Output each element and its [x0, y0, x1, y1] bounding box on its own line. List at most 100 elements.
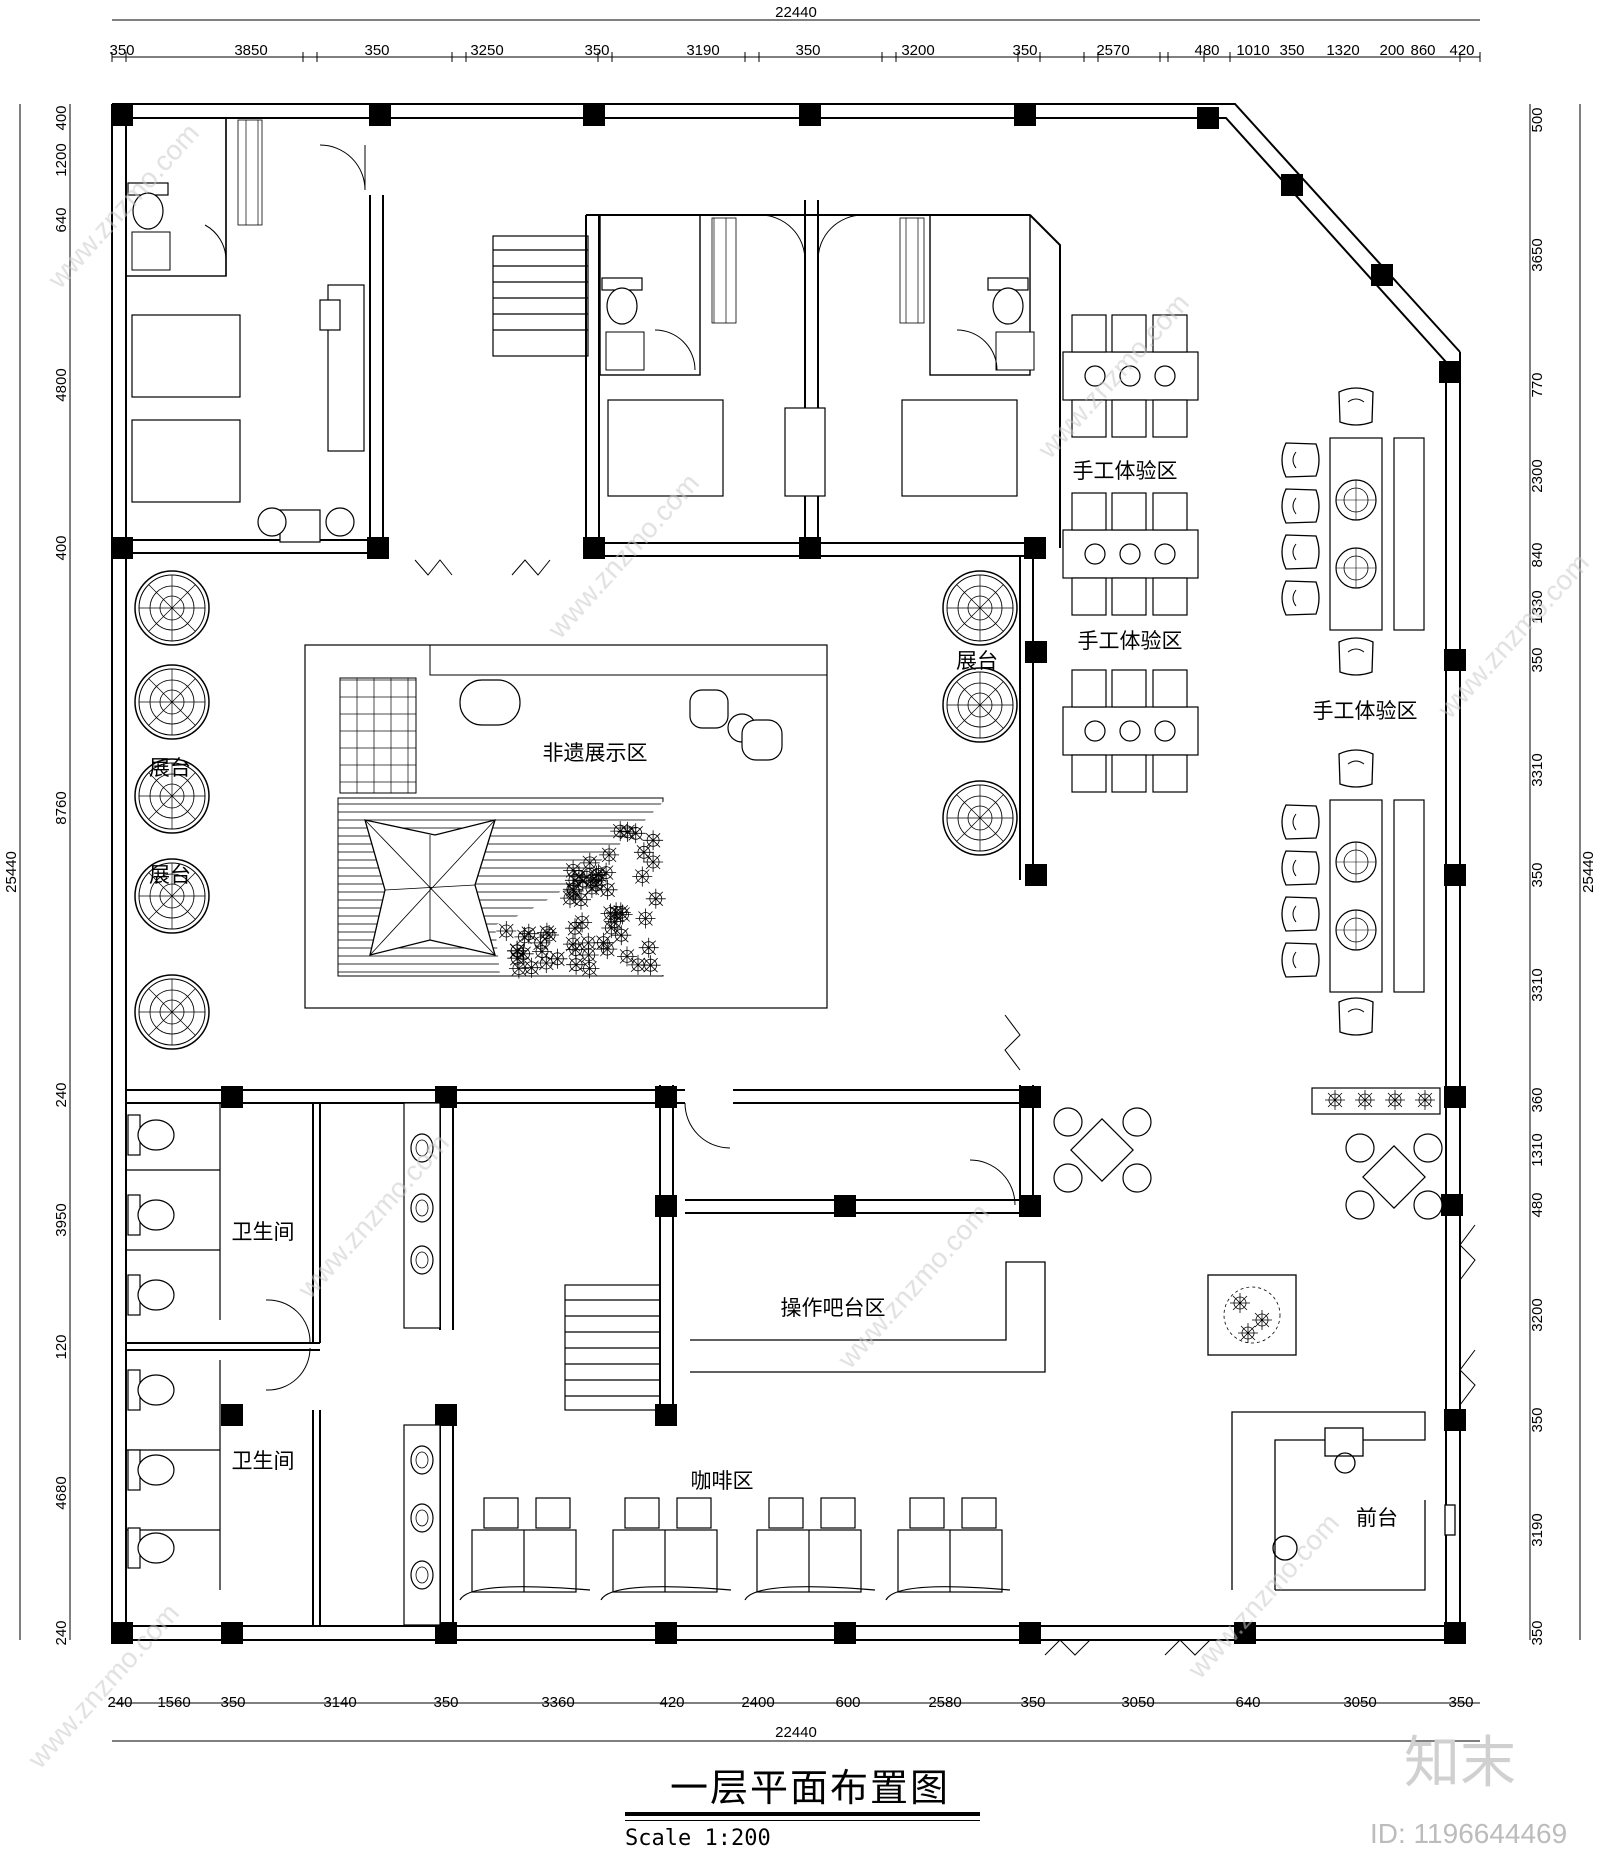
- svg-text:www.znzmo.com: www.znzmo.com: [21, 1597, 185, 1775]
- dim-bottom-value: 350: [1448, 1694, 1473, 1711]
- stairs: [492, 235, 661, 1411]
- dim-right-value: 1310: [1529, 1133, 1546, 1166]
- dim-left-value: 400: [53, 535, 70, 560]
- bathroom-partitions: [125, 117, 1031, 376]
- dim-top-value: 3250: [470, 42, 503, 59]
- dims-left: 400 1200 640 4800 400 8760 240 3950 120 4680 240: [53, 105, 70, 1645]
- craft-tables-a: [1062, 314, 1199, 793]
- label-craft-1: 手工体验区: [1073, 459, 1178, 483]
- toilet-stalls: [126, 1103, 221, 1590]
- dim-left-value: 640: [53, 207, 70, 232]
- dim-left-value: 120: [53, 1334, 70, 1359]
- planter-strip: [1311, 1087, 1441, 1115]
- dim-right-value: 3310: [1529, 968, 1546, 1001]
- overall-width-top: 22440: [775, 4, 817, 21]
- overall-height-right: 25440: [1580, 851, 1597, 893]
- dim-bottom-value: 600: [835, 1694, 860, 1711]
- dim-left-value: 8760: [53, 791, 70, 824]
- label-front-desk: 前台: [1356, 1506, 1398, 1530]
- dim-top-value: 1010: [1236, 42, 1269, 59]
- dim-bottom-value: 350: [220, 1694, 245, 1711]
- bathroom-fixtures-top: [127, 182, 1035, 371]
- label-toilet-1: 卫生间: [232, 1220, 295, 1244]
- dim-left-value: 240: [53, 1620, 70, 1645]
- dim-right-value: 500: [1529, 107, 1546, 132]
- dim-left-value: 400: [53, 105, 70, 130]
- dim-left-value: 1200: [53, 143, 70, 176]
- dim-top-value: 350: [584, 42, 609, 59]
- dimension-lines: [19, 19, 1581, 1742]
- label-craft-2: 手工体验区: [1078, 629, 1183, 653]
- label-craft-3: 手工体验区: [1313, 699, 1418, 723]
- overall-height-left: 25440: [3, 851, 20, 893]
- dim-right-value: 2300: [1529, 459, 1546, 492]
- dim-right-value: 350: [1529, 1407, 1546, 1432]
- dim-top-value: 1320: [1326, 42, 1359, 59]
- svg-text:www.znzmo.com: www.znzmo.com: [1181, 1507, 1345, 1685]
- dim-top-value: 480: [1194, 42, 1219, 59]
- toilets: [127, 1114, 175, 1569]
- label-toilet-2: 卫生间: [232, 1449, 295, 1473]
- dim-right-value: 350: [1529, 862, 1546, 887]
- dim-right-value: 350: [1529, 1620, 1546, 1645]
- image-id: ID: 1196644469: [1370, 1818, 1568, 1849]
- craft-tables-b: [1281, 387, 1425, 1036]
- dim-bottom-value: 640: [1235, 1694, 1260, 1711]
- dim-right-value: 360: [1529, 1087, 1546, 1112]
- dim-right-value: 350: [1529, 647, 1546, 672]
- label-booth-1: 展台: [149, 756, 191, 780]
- dim-left-value: 4680: [53, 1476, 70, 1509]
- dim-right-value: 1330: [1529, 590, 1546, 623]
- dim-bottom-value: 240: [107, 1694, 132, 1711]
- dim-top-value: 3200: [901, 42, 934, 59]
- dim-bottom-value: 350: [433, 1694, 458, 1711]
- exhibit-area-graphic: [304, 644, 828, 1009]
- front-desk-counter: [1231, 1411, 1456, 1591]
- dim-left-value: 3950: [53, 1203, 70, 1236]
- beds: [131, 314, 1018, 543]
- svg-text:www.znzmo.com: www.znzmo.com: [831, 1197, 995, 1375]
- dim-top-value: 350: [795, 42, 820, 59]
- label-bar-area: 操作吧台区: [781, 1296, 886, 1320]
- room-labels: 非遗展示区 手工体验区 手工体验区 手工体验区 展台 展台 展台 卫生间 卫生间…: [149, 459, 1418, 1530]
- dim-right-value: 840: [1529, 542, 1546, 567]
- dim-left-value: 240: [53, 1082, 70, 1107]
- dim-top-value: 350: [1012, 42, 1037, 59]
- doors: [204, 144, 1476, 1656]
- brand-logo: 知末: [1404, 1731, 1516, 1796]
- dim-top-value: 350: [364, 42, 389, 59]
- label-cafe-area: 咖啡区: [691, 1469, 754, 1493]
- cafe-seating: [459, 1497, 1011, 1601]
- cafe-small-tables: [1053, 1107, 1443, 1220]
- dim-top-value: 3190: [686, 42, 719, 59]
- dim-top-value: 420: [1449, 42, 1474, 59]
- dim-right-value: 770: [1529, 372, 1546, 397]
- dim-bottom-value: 3140: [323, 1694, 356, 1711]
- exterior-walls: [111, 103, 1461, 1641]
- dim-top-value: 200: [1379, 42, 1404, 59]
- label-booth-3: 展台: [956, 649, 998, 673]
- dim-top-value: 350: [109, 42, 134, 59]
- dim-bottom-value: 3050: [1343, 1694, 1376, 1711]
- dims-right: 500 3650 770 2300 840 1330 350 3310 350 3310 360 13…: [1529, 107, 1546, 1645]
- dim-left-value: 4800: [53, 368, 70, 401]
- title-underline-thick: [625, 1812, 980, 1816]
- dim-right-value: 3650: [1529, 238, 1546, 271]
- dim-right-value: 3200: [1529, 1298, 1546, 1331]
- dim-bottom-value: 2580: [928, 1694, 961, 1711]
- dim-bottom-value: 3360: [541, 1694, 574, 1711]
- dim-right-value: 3310: [1529, 753, 1546, 786]
- dim-top-value: 3850: [234, 42, 267, 59]
- title-underline-thin: [625, 1820, 980, 1821]
- dim-right-value: 3190: [1529, 1513, 1546, 1546]
- overall-width-bottom: 22440: [775, 1724, 817, 1741]
- structural-columns: [111, 104, 1466, 1644]
- wash-basins: [403, 1102, 441, 1626]
- desks: [319, 284, 826, 497]
- dim-top-value: 350: [1279, 42, 1304, 59]
- dim-bottom-value: 1560: [157, 1694, 190, 1711]
- dim-right-value: 480: [1529, 1192, 1546, 1217]
